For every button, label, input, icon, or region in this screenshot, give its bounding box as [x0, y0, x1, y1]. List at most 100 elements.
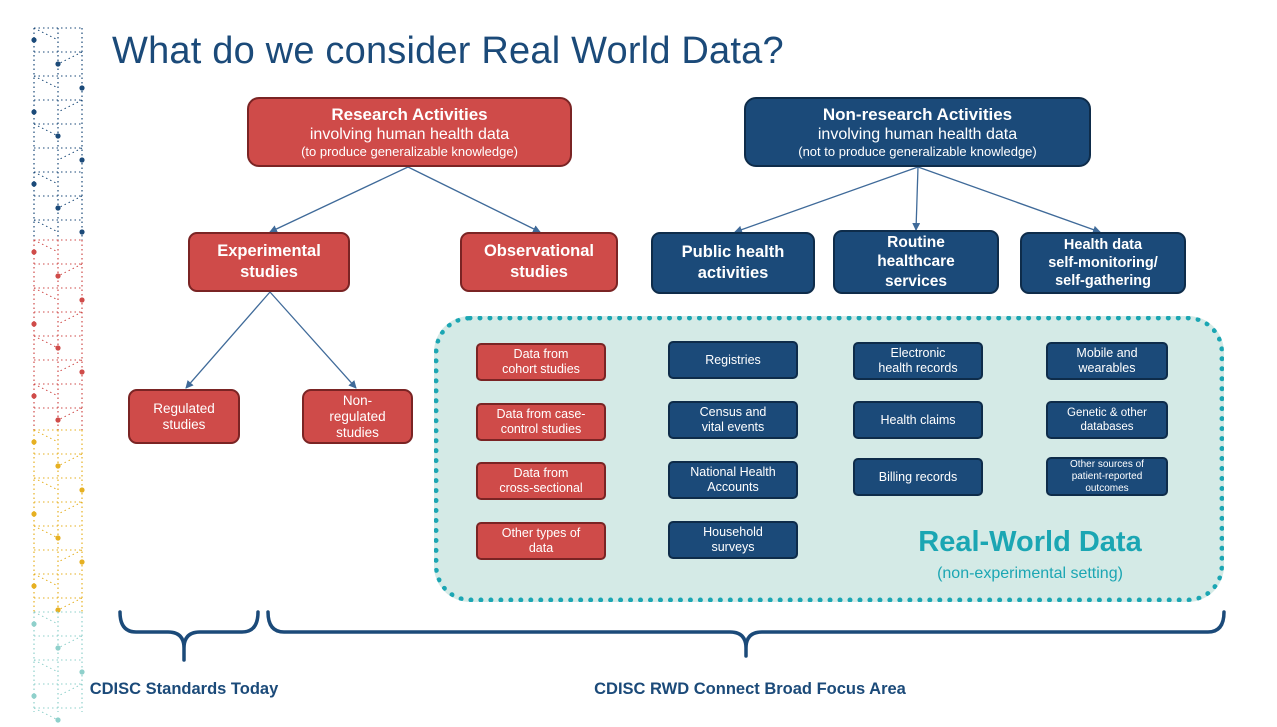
pattern-dot — [55, 417, 61, 423]
source-label: National Health — [690, 465, 776, 479]
source-label: databases — [1080, 421, 1134, 433]
pattern-dot — [31, 249, 37, 255]
source-label: cohort studies — [502, 362, 580, 376]
pattern-dot — [31, 511, 37, 517]
slide-title: What do we consider Real World Data? — [112, 30, 784, 72]
regulated-line1: Regulated — [153, 400, 215, 416]
source-label: control studies — [500, 422, 582, 436]
source-electronic-health-records: Electronic health records — [853, 342, 983, 380]
cdisc-standards-today-label: CDISC Standards Today — [89, 680, 279, 698]
source-patient-reported-outcomes: Other sources of patient-reported outcom… — [1046, 457, 1168, 496]
source-label: Registries — [705, 352, 761, 367]
routine-line1: Routine — [887, 233, 945, 251]
source-label: Billing records — [878, 469, 958, 484]
regulated-line2: studies — [162, 416, 206, 432]
source-mobile-wearables: Mobile and wearables — [1046, 342, 1168, 380]
non-regulated-line2: regulated — [329, 408, 386, 424]
experimental-line2: studies — [240, 263, 298, 281]
nonresearch-line3: (not to produce generalizable knowledge) — [798, 143, 1037, 159]
source-cross-sectional: Data from cross-sectional — [476, 462, 606, 500]
self-line1: Health data — [1063, 237, 1143, 253]
source-label: Data from — [513, 466, 569, 480]
connector-nonresearch-self — [917, 166, 1101, 234]
nonresearch-activities-box: Non-research Activities involving human … — [744, 97, 1091, 167]
pattern-dot — [79, 297, 85, 303]
research-heading: Research Activities — [331, 104, 488, 124]
public-health-activities-box: Public health activities — [651, 232, 815, 294]
source-label: data — [528, 541, 554, 555]
source-label: vital events — [701, 420, 765, 434]
source-label: Census and — [699, 405, 767, 419]
routine-line3: services — [884, 272, 948, 290]
decorative-dot-pattern — [31, 27, 85, 723]
source-label: Other sources of — [1070, 458, 1144, 470]
pattern-dot — [31, 583, 37, 589]
real-world-data-title: Real-World Data — [918, 526, 1142, 558]
connector-experimental-nonregulated — [269, 291, 357, 389]
pattern-dot — [79, 369, 85, 375]
right-brace — [266, 610, 1226, 658]
pattern-dot — [55, 345, 61, 351]
cdisc-rwd-connect-label: CDISC RWD Connect Broad Focus Area — [594, 680, 906, 698]
source-genetic-other-databases: Genetic & other databases — [1046, 401, 1168, 439]
pattern-dot — [31, 621, 37, 627]
source-label: outcomes — [1085, 482, 1129, 494]
pattern-dot — [79, 229, 85, 235]
source-label: health records — [878, 361, 958, 375]
connector-nonresearch-public — [734, 166, 919, 234]
source-label: cross-sectional — [499, 481, 583, 495]
pattern-dot — [55, 133, 61, 139]
source-registries: Registries — [668, 341, 798, 379]
connector-experimental-regulated — [185, 291, 271, 389]
pattern-dot — [79, 669, 85, 675]
observational-studies-box: Observational studies — [460, 232, 618, 292]
pattern-dot — [79, 85, 85, 91]
non-regulated-studies-box: Non- regulated studies — [302, 389, 413, 444]
observational-line1: Observational — [483, 242, 595, 260]
pattern-dot — [55, 463, 61, 469]
research-line2: involving human health data — [309, 125, 510, 143]
routine-line2: healthcare — [877, 253, 955, 271]
source-label: patient-reported — [1071, 470, 1143, 482]
pattern-dot — [31, 37, 37, 43]
pattern-dot — [55, 273, 61, 279]
source-label: Data from — [513, 347, 569, 361]
source-health-claims: Health claims — [853, 401, 983, 439]
pattern-dot — [79, 559, 85, 565]
research-activities-box: Research Activities involving human heal… — [247, 97, 572, 167]
non-regulated-line3: studies — [336, 424, 379, 440]
self-line3: self-gathering — [1055, 273, 1151, 289]
pattern-dot — [55, 535, 61, 541]
source-label: Household — [703, 525, 763, 539]
source-case-control-studies: Data from case- control studies — [476, 403, 606, 441]
regulated-studies-box: Regulated studies — [128, 389, 240, 444]
pattern-dot — [79, 157, 85, 163]
source-label: surveys — [711, 540, 755, 554]
non-regulated-line1: Non- — [342, 392, 373, 408]
source-label: Electronic — [890, 346, 946, 360]
source-label: Genetic & other — [1067, 407, 1147, 419]
pattern-dot — [31, 439, 37, 445]
source-label: Data from case- — [496, 407, 586, 421]
source-label: Accounts — [707, 480, 759, 494]
source-other-types-of-data: Other types of data — [476, 522, 606, 560]
pattern-dot — [31, 693, 37, 699]
research-line3: (to produce generalizable knowledge) — [301, 143, 518, 159]
pattern-dot — [55, 645, 61, 651]
source-cohort-studies: Data from cohort studies — [476, 343, 606, 381]
source-census-vital-events: Census and vital events — [668, 401, 798, 439]
observational-line2: studies — [510, 263, 568, 281]
left-brace — [118, 610, 260, 662]
source-label: Health claims — [880, 412, 956, 427]
nonresearch-heading: Non-research Activities — [822, 104, 1013, 124]
pattern-dot — [31, 109, 37, 115]
pattern-dot — [31, 181, 37, 187]
connector-research-experimental — [269, 166, 409, 233]
nonresearch-line2: involving human health data — [817, 125, 1018, 143]
source-label: Mobile and — [1076, 346, 1138, 360]
source-household-surveys: Household surveys — [668, 521, 798, 559]
source-billing-records: Billing records — [853, 458, 983, 496]
public-health-line2: activities — [697, 264, 769, 282]
